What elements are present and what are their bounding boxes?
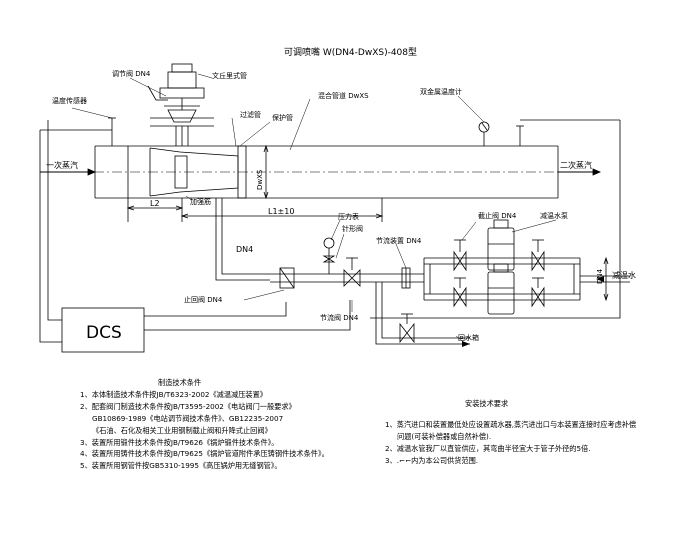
manufacturing-heading: 制造技术条件 [158, 378, 202, 387]
label-secondary-steam: 二次蒸汽 [560, 160, 592, 170]
label-primary-steam: 一次蒸汽 [46, 160, 78, 170]
label-check-valve: 止回阀 DN4 [184, 295, 223, 304]
throttle-device-icon [395, 243, 411, 289]
manufacturing-item: 《石油、石化及相关工业用钢制截止阀和升降式止回阀》 [92, 425, 272, 435]
manufacturing-item: 5、装置所用钢管件按GB5310-1995《高压锅炉用无缝钢管》。 [80, 461, 282, 471]
label-throttle-valve: 节流阀 DN4 [320, 313, 359, 322]
length-dimensions [126, 198, 384, 222]
label-l1: L1±10 [268, 207, 294, 216]
thermometer-icon [457, 95, 490, 146]
label-reinforce-rib: 加强筋 [190, 197, 211, 206]
installation-item: 1、蒸汽进口和装置最低处应设置疏水器,蒸汽进出口与本装置连接时应考虑补偿 [385, 419, 637, 429]
diagram-title: 可调喷嘴 W(DN4-DwXS)-408型 [284, 47, 417, 58]
label-dwxs: DwXS [256, 169, 264, 190]
shutoff-valves [399, 221, 545, 344]
secondary-steam-arrow [558, 168, 602, 176]
label-pressure-gauge: 压力表 [338, 212, 359, 221]
label-filter-pipe: 过滤管 [240, 110, 261, 119]
temp-sensor-left [71, 107, 116, 146]
label-actuator: 文丘里式管 [212, 71, 247, 80]
label-desuper-pump: 减温水泵 [540, 211, 568, 220]
primary-steam-arrow [40, 168, 97, 176]
dcs-box [61, 307, 145, 353]
dcs-control-lines [39, 119, 621, 343]
manufacturing-item: 2、配套阀门制造技术条件按JB/T3595-2002《电站阀门一般要求》 [80, 401, 296, 411]
installation-item: 3、.⌐⌐内为本公司供货范围. [385, 455, 479, 465]
label-needle-valve: 针形阀 [342, 224, 363, 233]
check-valve-icon [243, 267, 295, 301]
label-dcs: DCS [86, 323, 122, 343]
label-dn4-branch: DN4 [236, 245, 253, 254]
installation-item: 问题(可装补偿器或自然补偿). [397, 431, 492, 441]
label-regulating-valve: 调节阀 DN4 [112, 69, 151, 78]
label-protect-pipe: 保护管 [272, 113, 293, 122]
label-temp-sensor: 温度传感器 [52, 96, 87, 105]
manufacturing-item: 4、装置所用铸件技术条件按JB/T9625《锅炉管道附件承压铸钢件技术条件》。 [80, 449, 329, 459]
mixing-pipe [40, 145, 600, 199]
desuper-pump-icons [487, 219, 557, 315]
label-shutoff-valve: 截止阀 DN4 [478, 211, 517, 220]
throttle-valve-icon [343, 257, 361, 312]
label-dn4-right: DN4 [596, 268, 604, 284]
temp-sensor-right [516, 125, 524, 146]
installation-notes: 安装技术要求 1、蒸汽进口和装置最低处应设置疏水器,蒸汽进出口与本装置连接时应考… [385, 398, 636, 467]
label-desuper-water: 减温水 [612, 270, 636, 280]
manufacturing-item: 3、装置所用锻件技术条件按JB/T9626《锅炉锻件技术条件》。 [80, 437, 279, 447]
regulating-valve-icon [129, 63, 214, 146]
installation-item: 2、减温水管我厂以直管供应，其弯曲半径宜大于管子外径的5倍. [385, 443, 591, 453]
label-mixing-pipe: 混合管道 DwXS [318, 91, 369, 100]
manufacturing-item: 1、本体制造技术条件按JB/T6323-2002《减温减压装置》 [80, 389, 267, 399]
label-throttle-device: 节流装置 DN4 [376, 236, 422, 245]
dwxs-dimension [263, 144, 269, 200]
label-return-tank: 回水箱 [458, 333, 479, 342]
desuper-water-pipeline [215, 198, 630, 345]
dn4-right-dimension [603, 256, 609, 302]
manufacturing-notes: 制造技术条件 1、本体制造技术条件按JB/T6323-2002《减温减压装置》 … [80, 377, 329, 472]
pressure-gauge-icon [322, 219, 345, 274]
label-thermometer: 双金属温度计 [420, 87, 462, 96]
manufacturing-item: GB10869-1989《电站调节阀技术条件》、GB12235-2007 [92, 413, 284, 423]
installation-heading: 安装技术要求 [465, 399, 509, 408]
label-l2: L2 [150, 199, 160, 208]
